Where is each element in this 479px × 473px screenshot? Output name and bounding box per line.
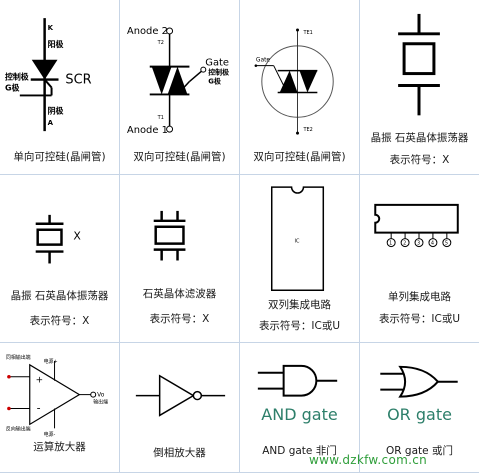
gate-label-2: G极 xyxy=(5,82,20,92)
t2-label: T2 xyxy=(157,40,164,46)
crystal1-symbol-text: 表示符号：X xyxy=(389,154,450,166)
crystal1-symbol xyxy=(398,13,440,116)
crystal2-symbol-text: 表示符号：X xyxy=(29,315,90,327)
scr-label: SCR xyxy=(65,73,91,88)
cell-sip: 1 2 3 4 5 单列集成电路 表示符号：IC或U xyxy=(360,175,479,343)
gate-label-1: 控制极 xyxy=(5,72,29,82)
x-label: X xyxy=(73,230,81,243)
te1-label: TE1 xyxy=(302,30,312,36)
a-label: A xyxy=(48,119,54,127)
inverter-symbol xyxy=(135,374,226,417)
anode2-label: Anode 2 xyxy=(127,26,168,37)
cell-and-gate: AND gate AND gate 非门 xyxy=(240,343,360,473)
triac-symbol: Anode 2 T2 Gate 控制极 G极 T1 Anode 1 xyxy=(127,26,229,136)
opamp-caption: 运算放大器 xyxy=(33,441,86,453)
pin-3: 3 xyxy=(417,241,420,247)
cell-or-gate: OR gate OR gate 或门 xyxy=(360,343,479,473)
cell-filter: 石英晶体滤波器 表示符号：X xyxy=(120,175,240,343)
gate-label: Gate xyxy=(256,57,271,64)
gate-cn-1: 控制极 xyxy=(208,68,229,77)
filter-caption: 石英晶体滤波器 xyxy=(142,288,217,300)
crystal2-caption: 晶振 石英晶体振荡器 xyxy=(10,290,109,302)
vminus-label: 电源- xyxy=(44,431,56,438)
inv-input-label: 反向输出端 xyxy=(6,425,31,432)
cell-opamp: + - 同相输出端 电源+ 电源- 反向输出端 Vo 输出端 运算放大器 xyxy=(0,343,120,473)
or-gate-caption: OR gate 或门 xyxy=(386,445,453,457)
sip-symbol: 1 2 3 4 5 xyxy=(374,203,459,248)
sip-caption: 单列集成电路 xyxy=(388,291,451,303)
vplus-label: 电源+ xyxy=(44,358,58,365)
filter-symbol xyxy=(153,210,186,261)
cell-crystal1: 晶振 石英晶体振荡器 表示符号：X xyxy=(360,0,479,175)
t1-label: T1 xyxy=(157,115,164,121)
plus-sign: + xyxy=(36,376,43,386)
vo-label: Vo xyxy=(97,392,105,399)
te2-label: TE2 xyxy=(302,127,312,133)
filter-symbol-text: 表示符号：X xyxy=(149,313,210,325)
and-gate-name: AND gate xyxy=(261,405,338,424)
dip-symbol: IC xyxy=(270,186,325,291)
and-gate-caption: AND gate 非门 xyxy=(262,445,337,457)
gate-cn-2: G极 xyxy=(208,77,221,86)
dip-caption: 双列集成电路 xyxy=(268,299,331,311)
cell-triac2: Gate TE1 TE2 双向可控硅(晶闸管) xyxy=(240,0,360,175)
cell-triac: Anode 2 T2 Gate 控制极 G极 T1 Anode 1 双向可控硅(… xyxy=(120,0,240,175)
or-gate-name: OR gate xyxy=(387,405,452,424)
anode1-label: Anode 1 xyxy=(127,125,168,136)
triac-caption: 双向可控硅(晶闸管) xyxy=(133,151,226,163)
anode-label: 阳极 xyxy=(48,39,64,49)
opamp-symbol: + - 同相输出端 电源+ 电源- 反向输出端 Vo 输出端 xyxy=(6,354,108,438)
pin-1: 1 xyxy=(389,241,392,247)
gate-label: Gate xyxy=(205,58,229,69)
pin-4: 4 xyxy=(431,241,434,247)
scr-symbol: K 阳极 SCR 控制极 G极 阴极 A xyxy=(5,18,92,132)
pin-2: 2 xyxy=(403,241,406,247)
minus-sign: - xyxy=(37,401,41,414)
cell-dip: IC 双列集成电路 表示符号：IC或U xyxy=(240,175,360,343)
sip-symbol-text: 表示符号：IC或U xyxy=(378,313,461,325)
cell-scr: K 阳极 SCR 控制极 G极 阴极 A 单向可控硅(晶闸管) xyxy=(0,0,120,175)
triac2-caption: 双向可控硅(晶闸管) xyxy=(253,151,346,163)
crystal1-caption: 晶振 石英晶体振荡器 xyxy=(370,132,469,144)
or-gate-symbol xyxy=(380,365,458,398)
cell-crystal2: X 晶振 石英晶体振荡器 表示符号：X xyxy=(0,175,120,343)
triac2-symbol: Gate TE1 TE2 xyxy=(254,28,334,135)
pin-5: 5 xyxy=(445,241,448,247)
and-gate-symbol xyxy=(257,364,338,397)
noninv-input-label: 同相输出端 xyxy=(6,354,31,361)
dip-symbol-text: 表示符号：IC或U xyxy=(258,320,341,332)
watermark-url: www.dzkfw.com.cn xyxy=(308,453,427,467)
k-label: K xyxy=(48,24,54,32)
scr-caption: 单向可控硅(晶闸管) xyxy=(13,151,106,163)
out-label: 输出端 xyxy=(93,399,108,406)
crystal2-symbol: X xyxy=(35,214,81,264)
chip-label: IC xyxy=(295,239,300,245)
cell-inverter: 倒相放大器 xyxy=(120,343,240,473)
inverter-caption: 倒相放大器 xyxy=(153,447,206,459)
cathode-label: 阴极 xyxy=(48,105,64,115)
sip-pins: 1 2 3 4 5 xyxy=(386,232,452,248)
